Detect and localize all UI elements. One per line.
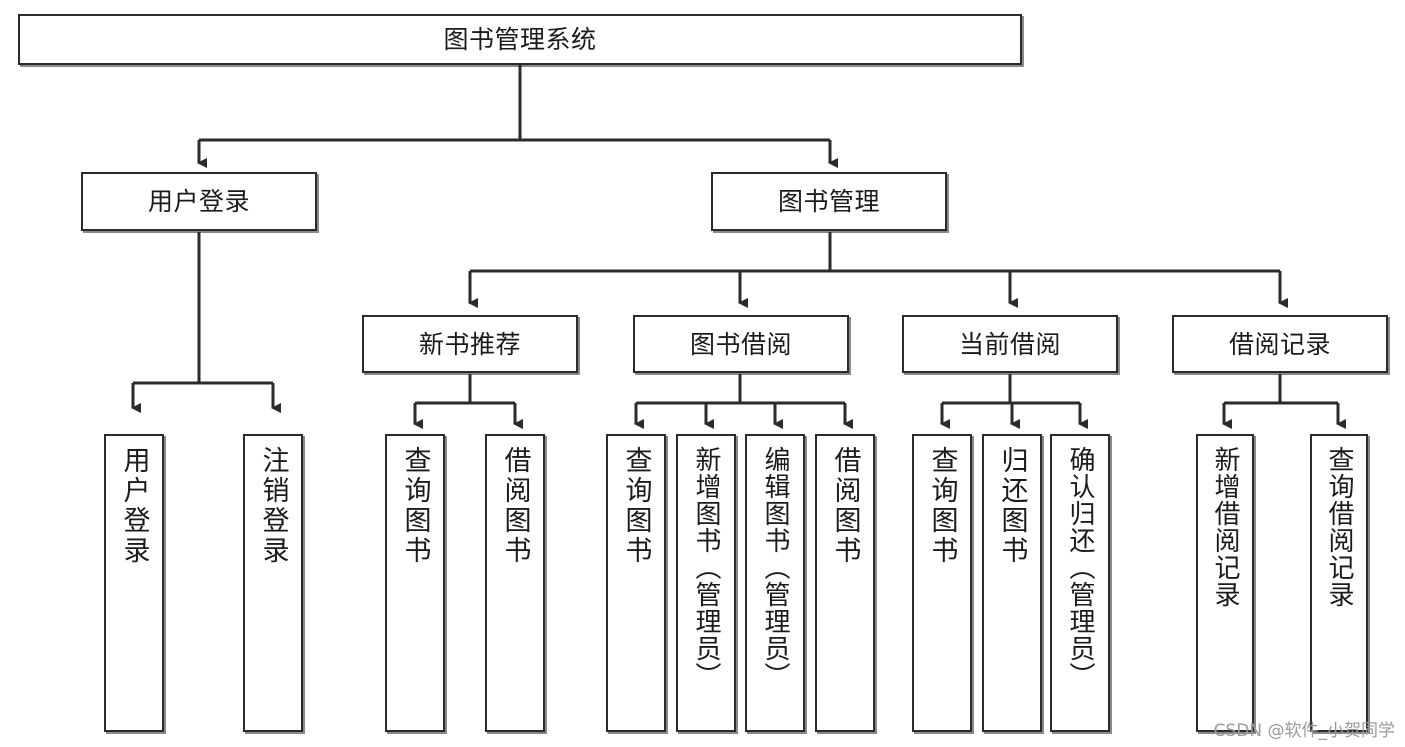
node-leaf-user-login[interactable]: 用户登录	[104, 434, 164, 732]
node-current-borrow-label: 当前借阅	[958, 329, 1061, 359]
node-leaf-borrow-book-2-label: 借阅图书	[829, 446, 861, 566]
node-root-label: 图书管理系统	[443, 25, 597, 54]
node-book-borrow[interactable]: 图书借阅	[633, 315, 849, 373]
node-leaf-logout[interactable]: 注销登录	[243, 434, 303, 732]
node-leaf-confirm-return-admin[interactable]: 确认归还（管理员）	[1050, 434, 1110, 732]
node-leaf-edit-book-admin[interactable]: 编辑图书（管理员）	[745, 434, 805, 732]
node-leaf-query-book-3[interactable]: 查询图书	[912, 434, 972, 732]
node-leaf-return-book[interactable]: 归还图书	[982, 434, 1042, 732]
node-leaf-return-book-label: 归还图书	[996, 446, 1028, 566]
node-leaf-edit-book-admin-label: 编辑图书（管理员）	[760, 446, 790, 689]
node-leaf-add-borrow-record-label: 新增借阅记录	[1210, 446, 1240, 608]
node-leaf-query-book-2[interactable]: 查询图书	[606, 434, 666, 732]
node-user-login[interactable]: 用户登录	[81, 172, 317, 231]
node-leaf-borrow-book-1-label: 借阅图书	[499, 446, 531, 566]
node-user-login-label: 用户登录	[147, 187, 250, 216]
node-book-management-label: 图书管理	[777, 187, 880, 216]
node-leaf-query-book-1-label: 查询图书	[399, 446, 431, 566]
node-borrow-record-label: 借阅记录	[1228, 329, 1331, 359]
node-new-book-recommend-label: 新书推荐	[418, 329, 521, 359]
node-leaf-borrow-book-2[interactable]: 借阅图书	[815, 434, 875, 732]
node-current-borrow[interactable]: 当前借阅	[902, 315, 1118, 373]
node-leaf-user-login-label: 用户登录	[118, 446, 150, 566]
node-leaf-logout-label: 注销登录	[257, 446, 289, 566]
node-leaf-borrow-book-1[interactable]: 借阅图书	[485, 434, 545, 732]
node-leaf-add-book-admin[interactable]: 新增图书（管理员）	[676, 434, 736, 732]
node-borrow-record[interactable]: 借阅记录	[1172, 315, 1388, 373]
node-leaf-confirm-return-admin-label: 确认归还（管理员）	[1065, 446, 1095, 689]
node-leaf-query-book-1[interactable]: 查询图书	[385, 434, 445, 732]
node-leaf-add-book-admin-label: 新增图书（管理员）	[691, 446, 721, 689]
node-leaf-query-book-3-label: 查询图书	[926, 446, 958, 566]
node-leaf-add-borrow-record[interactable]: 新增借阅记录	[1196, 434, 1254, 732]
node-leaf-query-borrow-record[interactable]: 查询借阅记录	[1310, 434, 1368, 732]
node-new-book-recommend[interactable]: 新书推荐	[362, 315, 578, 373]
node-leaf-query-borrow-record-label: 查询借阅记录	[1324, 446, 1354, 608]
node-leaf-query-book-2-label: 查询图书	[620, 446, 652, 566]
node-book-management[interactable]: 图书管理	[711, 172, 947, 231]
node-book-borrow-label: 图书借阅	[689, 329, 792, 359]
node-root[interactable]: 图书管理系统	[18, 14, 1022, 65]
